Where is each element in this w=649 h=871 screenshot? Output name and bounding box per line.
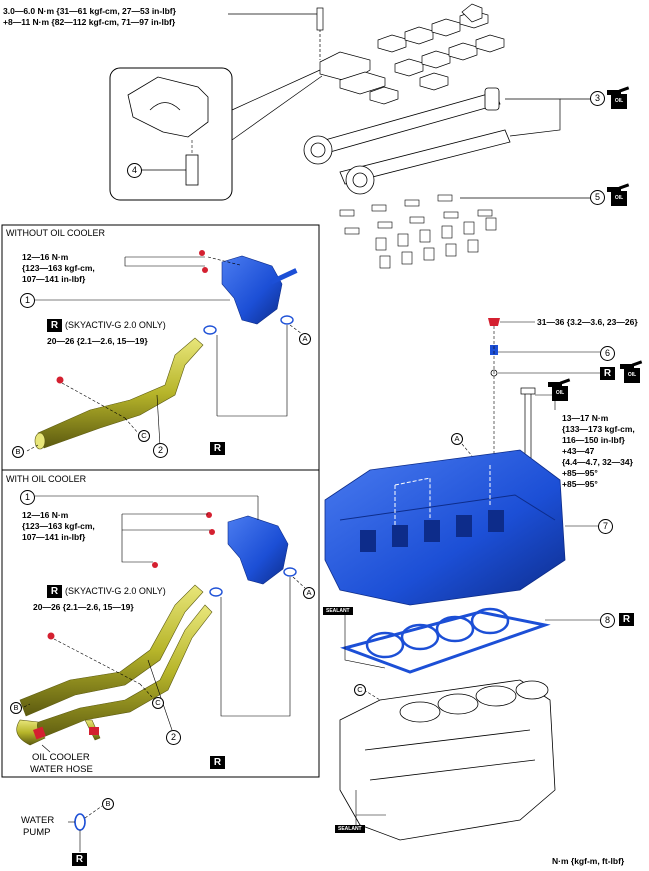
replace-icon: R [210,756,225,769]
skyactiv-note-without: (SKYACTIV-G 2.0 ONLY) [65,320,166,330]
oil-icon: OIL [620,360,643,384]
torque-with-3: 107—141 in-lbf} [22,532,86,542]
hose-label-1: OIL COOLER [32,752,90,763]
callout-3: 3 [590,91,605,106]
ref-a: A [451,433,463,445]
torque-with-1: 12—16 N·m [22,510,69,520]
torque-pipe-without: 20—26 {2.1—2.6, 15—19} [47,336,148,346]
units-note: N·m {kgf-m, ft-lbf} [552,856,625,866]
replace-icon: R [600,367,615,380]
torque-bolt-6: +85—95° [562,468,598,478]
water-pipe-without [37,337,204,449]
torque-without-2: {123—163 kgf-cm, [22,263,95,273]
torque-pipe-with: 20—26 {2.1—2.6, 15—19} [33,602,134,612]
head-gasket [340,610,551,674]
replace-icon: R [72,853,87,866]
ref-c: C [138,430,150,442]
torque-without-3: 107—141 in-lbf} [22,274,86,284]
water-pump-oring [74,813,86,831]
water-outlet-with [227,515,289,585]
torque-camcap-1: 3.0—6.0 N·m {31—61 kgf-cm, 27—53 in-lbf} [3,6,176,16]
replace-icon: R [210,442,225,455]
torque-bolt-5: {4.4—4.7, 32—34} [562,457,633,467]
water-pump-label-2: PUMP [23,827,51,838]
panel-with-frame [1,469,320,778]
torque-bolt-3: 116—150 in-lbf} [562,435,625,445]
callout-7: 7 [598,519,613,534]
camshaft-caps [319,3,505,105]
sealant-icon: SEALANT [335,825,365,833]
torque-camcap-2: +8—11 N·m {82—112 kgf-cm, 71—97 in-lbf} [3,17,176,27]
replace-icon: R [47,319,62,332]
sealant-icon: SEALANT [323,607,353,615]
ref-b: B [10,702,22,714]
ref-b: B [12,446,24,458]
torque-bolt-2: {133—173 kgf-cm, [562,424,635,434]
head-bolt [524,391,532,463]
hose-label-2: WATER HOSE [30,764,93,775]
rocker-arms [339,194,497,269]
cylinder-head [324,449,566,606]
bolt-red [199,250,205,256]
ref-a: A [303,587,315,599]
ref-a: A [299,333,311,345]
callout-1: 1 [20,490,35,505]
callout-1: 1 [20,293,35,308]
cylinder-block [339,679,556,841]
oil-icon: OIL [607,86,630,110]
callout-2: 2 [153,443,168,458]
water-pump-label-1: WATER [21,815,55,826]
bolt-red [202,267,208,273]
replace-icon: R [619,613,634,626]
torque-plug: 31—36 {3.2—3.6, 23—26} [537,317,638,327]
water-outlet-without [221,255,298,325]
screw-plug [490,345,498,355]
callout-2: 2 [166,730,181,745]
oil-icon: OIL [548,378,571,402]
ref-c: C [354,684,366,696]
plug [488,318,500,326]
torque-bolt-1: 13—17 N·m [562,413,609,423]
torque-with-2: {123—163 kgf-cm, [22,521,95,531]
oil-icon: OIL [607,183,630,207]
panel-with-title: WITH OIL COOLER [6,474,87,484]
panel-without-title: WITHOUT OIL COOLER [6,228,106,238]
callout-6: 6 [600,346,615,361]
callout-5: 5 [590,190,605,205]
ref-c: C [152,697,164,709]
torque-without-1: 12—16 N·m [22,252,69,262]
oil-control-valve [185,154,199,186]
torque-bolt-4: +43—47 [562,446,595,456]
ref-b: B [102,798,114,810]
torque-bolt-7: +85—95° [562,479,598,489]
camcap-bolt [316,7,324,31]
callout-8: 8 [600,613,615,628]
skyactiv-note-with: (SKYACTIV-G 2.0 ONLY) [65,586,166,596]
replace-icon: R [47,585,62,598]
callout-4: 4 [127,163,142,178]
camshafts [303,87,511,195]
